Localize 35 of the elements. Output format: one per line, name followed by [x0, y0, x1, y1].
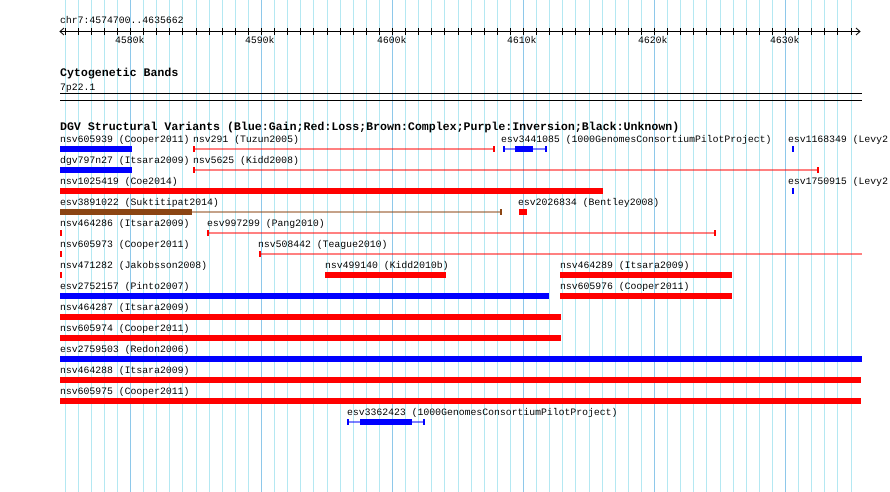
variant-label: esv2752157 (Pinto2007): [60, 281, 190, 292]
variant-label: esv3891022 (Suktitipat2014): [60, 197, 219, 208]
variant-label: esv2026834 (Bentley2008): [518, 197, 660, 208]
variant-label: dgv797n27 (Itsara2009): [60, 155, 190, 166]
variant-label: nsv471282 (Jakobsson2008): [60, 260, 207, 271]
tick-label: 4580k: [115, 35, 144, 46]
variant-label: nsv605975 (Cooper2011): [60, 386, 190, 397]
variant-label: esv2759503 (Redon2006): [60, 344, 190, 355]
variant-label: esv997299 (Pang2010): [207, 218, 325, 229]
variant-label: nsv464287 (Itsara2009): [60, 302, 190, 313]
variant-label: nsv464288 (Itsara2009): [60, 365, 190, 376]
tick-label: 4610k: [507, 35, 536, 46]
tick-label: 4600k: [377, 35, 406, 46]
track-title: DGV Structural Variants (Blue:Gain;Red:Loss;Brown:Complex;Purple:Inversion;Black:Unknown): [60, 121, 680, 134]
coordinate-label: chr7:4574700..4635662: [60, 15, 184, 26]
variant-label: nsv464289 (Itsara2009): [560, 260, 690, 271]
variant-label: nsv5625 (Kidd2008): [193, 155, 299, 166]
variant-label: nsv464286 (Itsara2009): [60, 218, 190, 229]
tick-label: 4630k: [770, 35, 800, 46]
track-title: Cytogenetic Bands: [60, 67, 178, 80]
variant-label: esv3441085 (1000GenomesConsortiumPilotProject): [501, 134, 772, 145]
tick-label: 4590k: [245, 35, 274, 46]
variant-label: nsv508442 (Teague2010): [258, 239, 388, 250]
variant-label: nsv605939 (Cooper2011): [60, 134, 190, 145]
variant-label: nsv605976 (Cooper2011): [560, 281, 690, 292]
variant-label: nsv1025419 (Coe2014): [60, 176, 178, 187]
variant-label: esv1168349 (Levy2: [788, 134, 888, 145]
band-label: 7p22.1: [60, 82, 96, 93]
tick-label: 4620k: [638, 35, 668, 46]
variant-label: nsv499140 (Kidd2010b): [325, 260, 448, 271]
variant-label: esv3362423 (1000GenomesConsortiumPilotProject): [347, 407, 618, 418]
variant-label: nsv291 (Tuzun2005): [193, 134, 299, 145]
variant-label: nsv605974 (Cooper2011): [60, 323, 190, 334]
variant-label: nsv605973 (Cooper2011): [60, 239, 190, 250]
variant-label: esv1750915 (Levy2: [788, 176, 888, 187]
